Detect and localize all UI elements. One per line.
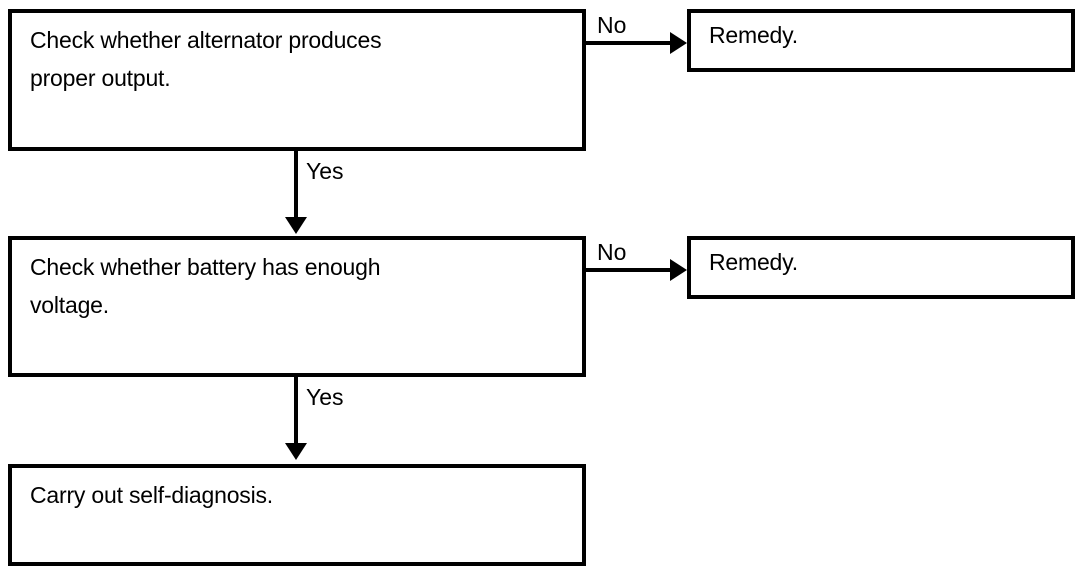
node-remedy-battery[interactable]: Remedy.	[687, 236, 1075, 299]
node-self-diagnosis[interactable]: Carry out self-diagnosis.	[8, 464, 586, 566]
node-check-battery-label: Check whether battery has enough voltage…	[30, 254, 381, 318]
edge-battery-no-label: No	[597, 239, 627, 265]
edge-battery-yes-line	[294, 377, 298, 444]
node-check-battery[interactable]: Check whether battery has enough voltage…	[8, 236, 586, 377]
edge-battery-no-arrowhead	[670, 259, 687, 281]
edge-alternator-yes-arrowhead	[285, 217, 307, 234]
edge-alternator-no-line	[586, 41, 672, 45]
edge-alternator-no-label: No	[597, 12, 627, 38]
edge-battery-no-line	[586, 268, 672, 272]
edge-alternator-no-arrowhead	[670, 32, 687, 54]
edge-battery-yes-label: Yes	[306, 384, 344, 410]
node-remedy-battery-label: Remedy.	[709, 249, 798, 275]
edge-alternator-yes-label: Yes	[306, 158, 344, 184]
node-remedy-alternator[interactable]: Remedy.	[687, 9, 1075, 72]
node-check-alternator-label: Check whether alternator produces proper…	[30, 27, 382, 91]
edge-battery-yes-arrowhead	[285, 443, 307, 460]
node-remedy-alternator-label: Remedy.	[709, 22, 798, 48]
node-self-diagnosis-label: Carry out self-diagnosis.	[30, 482, 273, 508]
node-check-alternator[interactable]: Check whether alternator produces proper…	[8, 9, 586, 151]
edge-alternator-yes-line	[294, 151, 298, 218]
